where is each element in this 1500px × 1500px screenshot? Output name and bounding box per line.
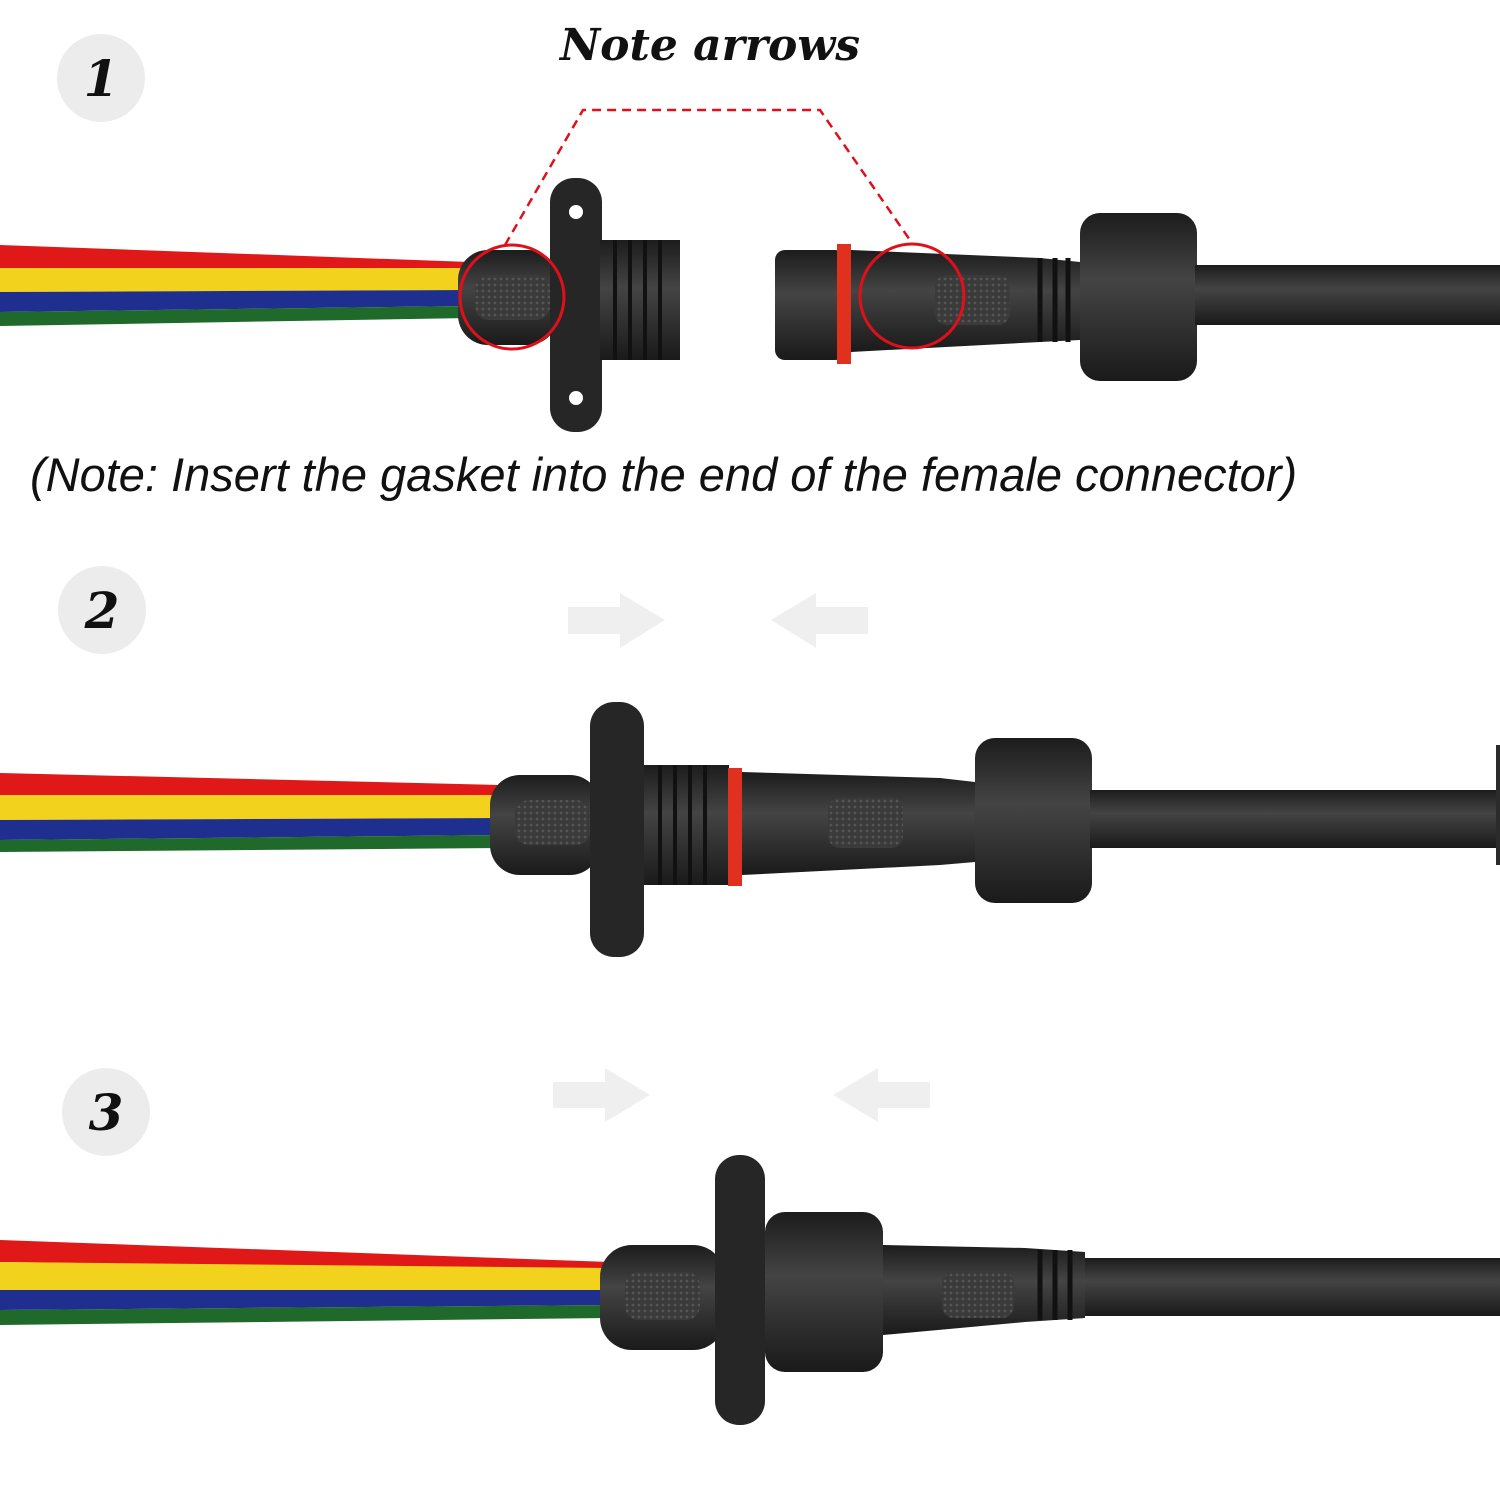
step3-locked-connector	[600, 1155, 1500, 1425]
note-highlight	[458, 108, 966, 351]
step2-assembled-connector	[490, 702, 1500, 957]
note-arrows-title: Note arrows	[559, 20, 861, 71]
step1-wires	[0, 245, 470, 326]
step1-male-connector	[458, 178, 680, 432]
step-number-3: 3	[62, 1068, 150, 1156]
gasket-instruction-note: (Note: Insert the gasket into the end of…	[30, 448, 1298, 501]
arrow-left-icon	[771, 593, 868, 648]
arrow-left-icon	[833, 1068, 930, 1122]
step-number-1: 1	[57, 34, 145, 122]
step2-wires	[0, 773, 500, 852]
step3-wires	[0, 1240, 610, 1325]
step1-female-connector	[775, 213, 1500, 381]
arrow-right-icon	[568, 593, 665, 648]
step-number-2: 2	[58, 566, 146, 654]
arrow-right-icon	[553, 1068, 650, 1122]
